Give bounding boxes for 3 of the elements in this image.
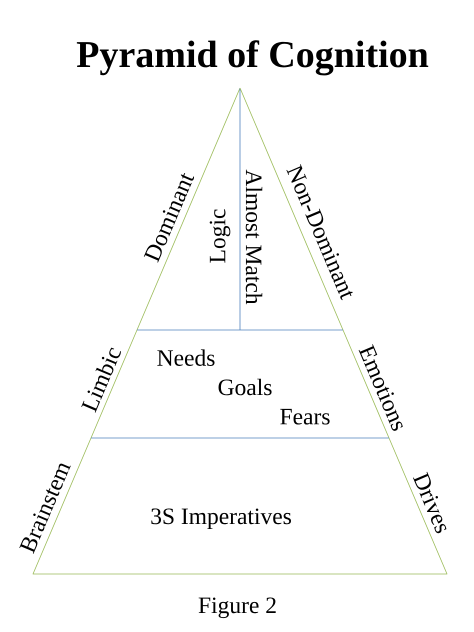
- caption: Figure 2: [198, 597, 276, 618]
- side-label: Drives: [412, 472, 446, 534]
- title: Pyramid of Cognition: [76, 40, 428, 76]
